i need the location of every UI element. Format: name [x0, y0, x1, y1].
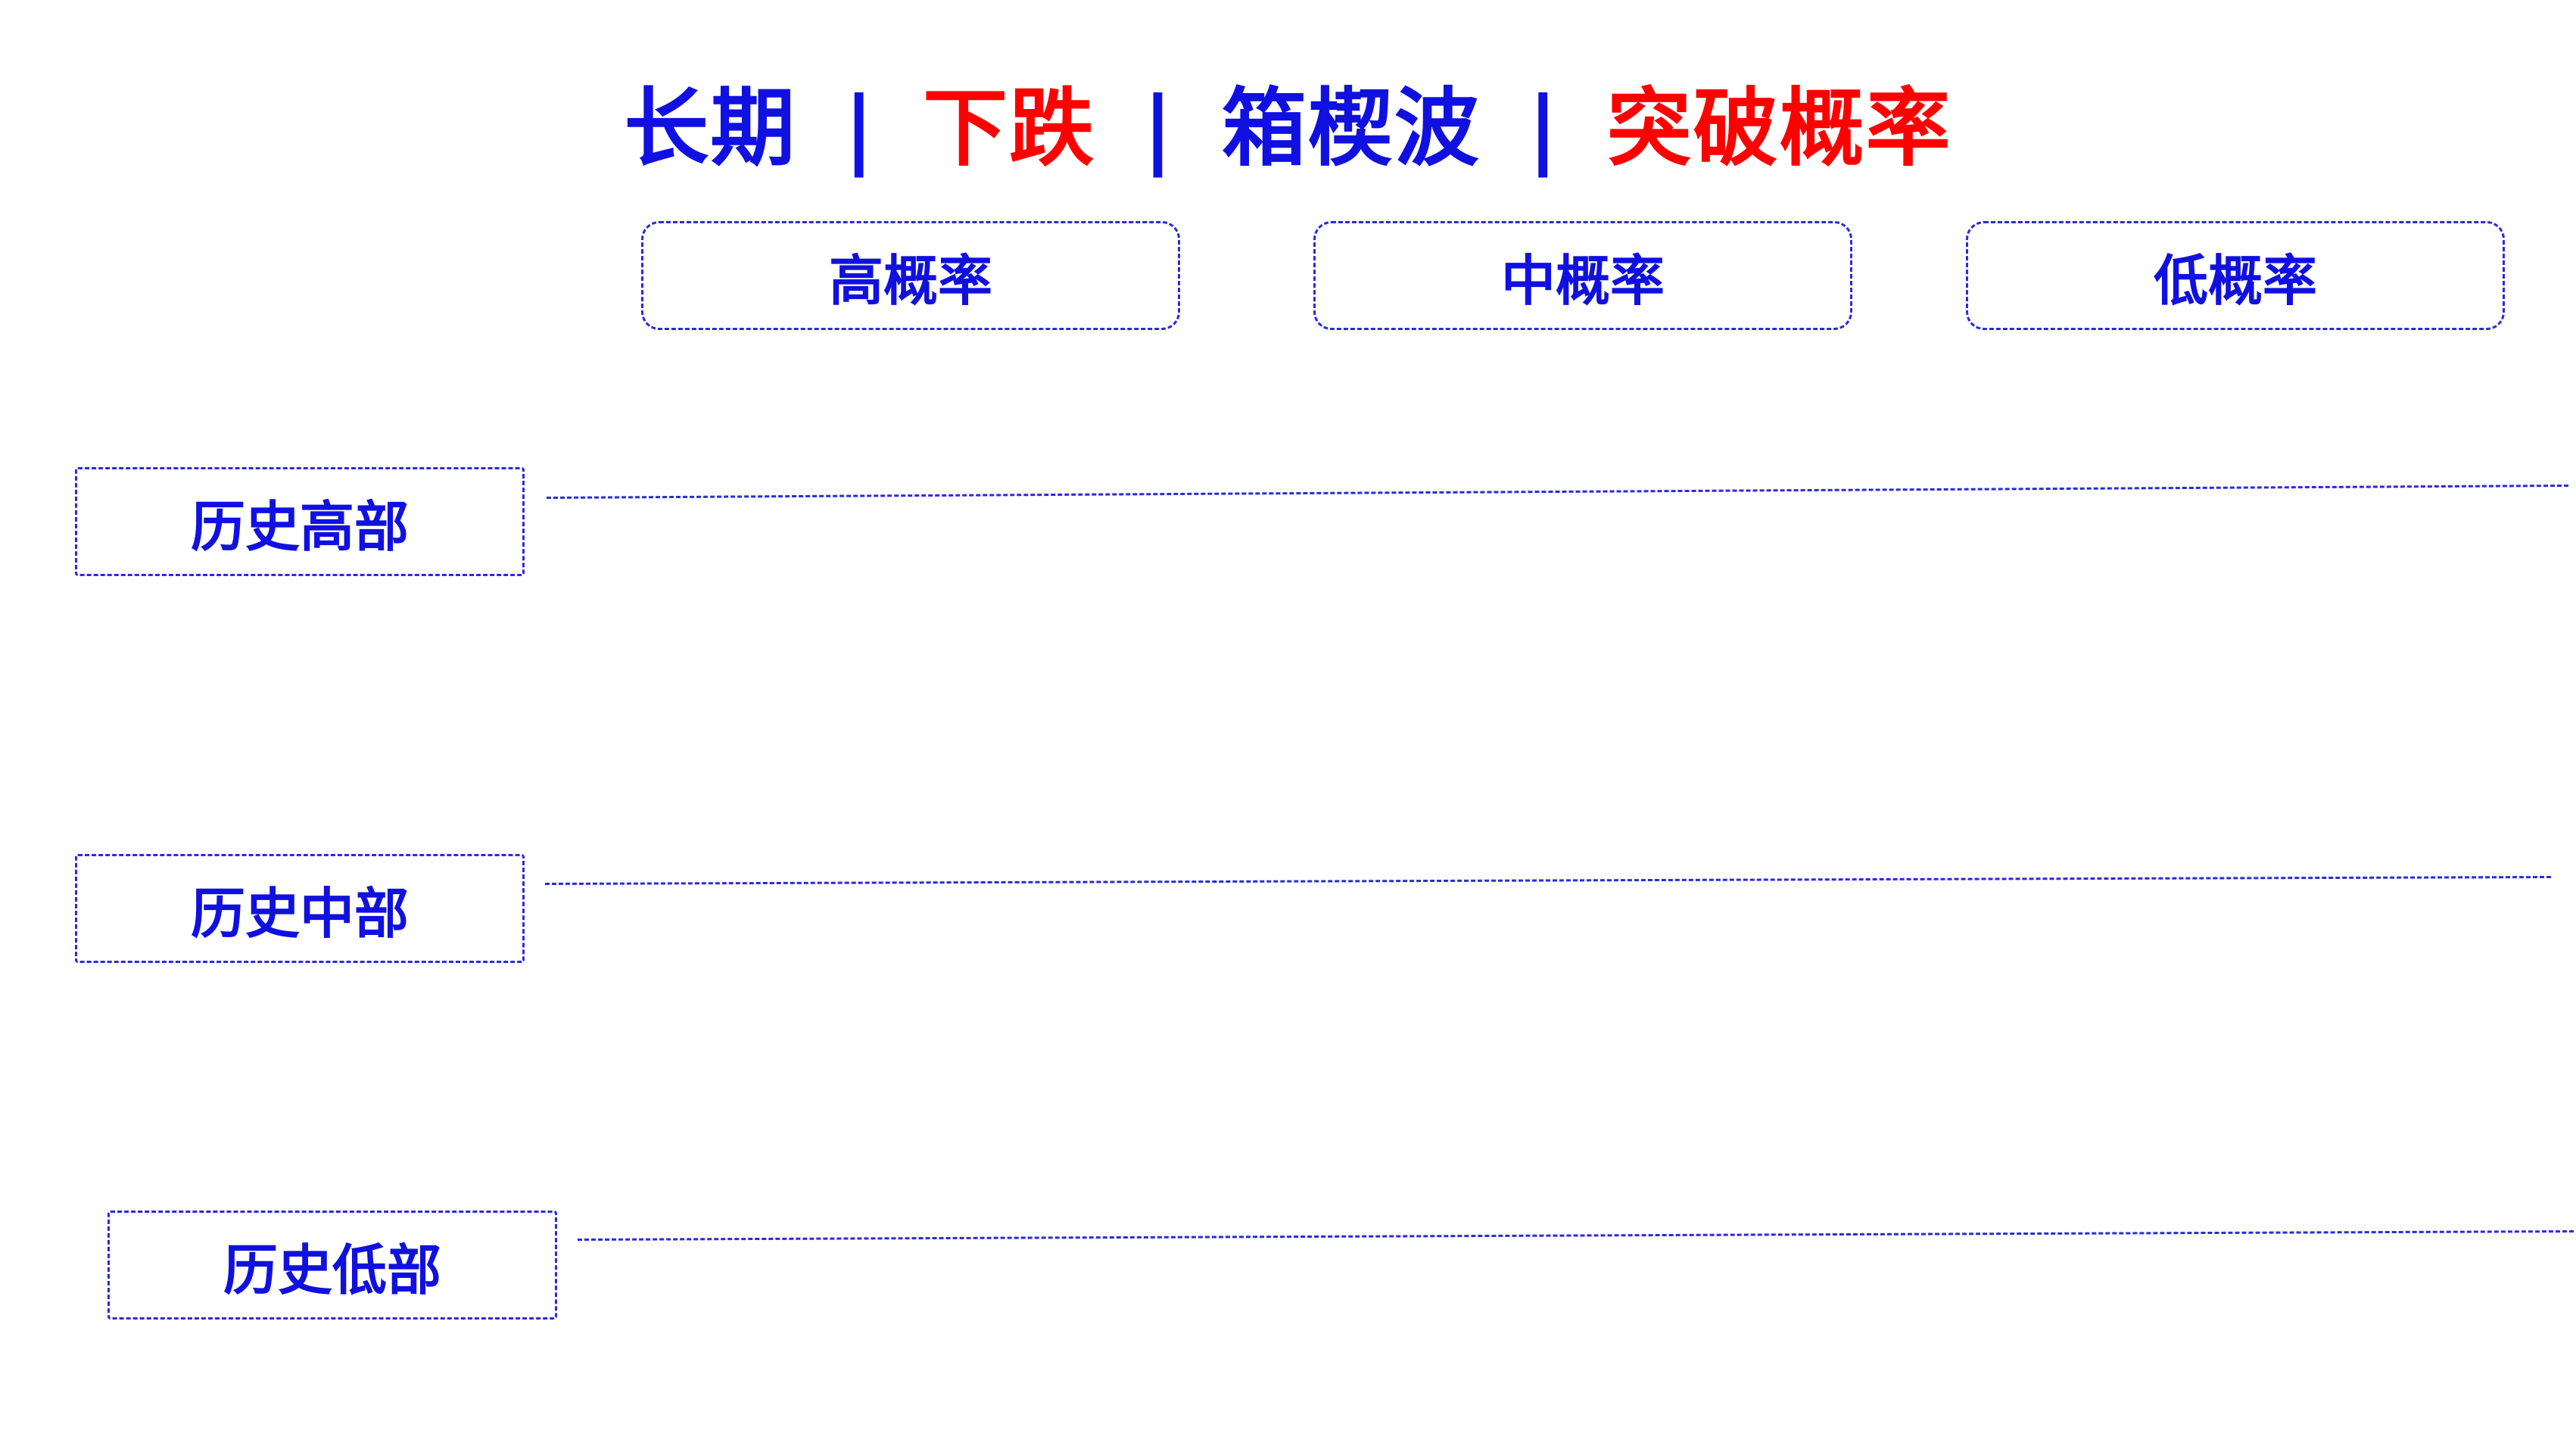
level-line-low: [577, 1230, 2574, 1241]
level-historical-middle: 历史中部: [75, 854, 525, 963]
title-separator: |: [1527, 79, 1560, 178]
chart-title: 长期 | 下跌 | 箱楔波 | 突破概率: [0, 72, 2576, 185]
level-historical-low: 历史低部: [107, 1211, 557, 1320]
title-seg-decline: 下跌: [923, 79, 1096, 178]
level-line-high: [546, 485, 2569, 499]
title-separator: |: [843, 79, 877, 178]
header-medium-probability: 中概率: [1313, 221, 1852, 330]
title-separator: |: [1142, 79, 1175, 178]
title-seg-breakout-probability: 突破概率: [1606, 79, 1952, 178]
header-low-probability: 低概率: [1966, 221, 2505, 330]
level-historical-high: 历史高部: [75, 467, 525, 576]
level-line-middle: [544, 876, 2551, 885]
title-seg-long-term: 长期: [624, 79, 797, 178]
header-high-probability: 高概率: [641, 221, 1180, 330]
title-seg-box-wedge-wave: 箱楔波: [1221, 79, 1481, 178]
